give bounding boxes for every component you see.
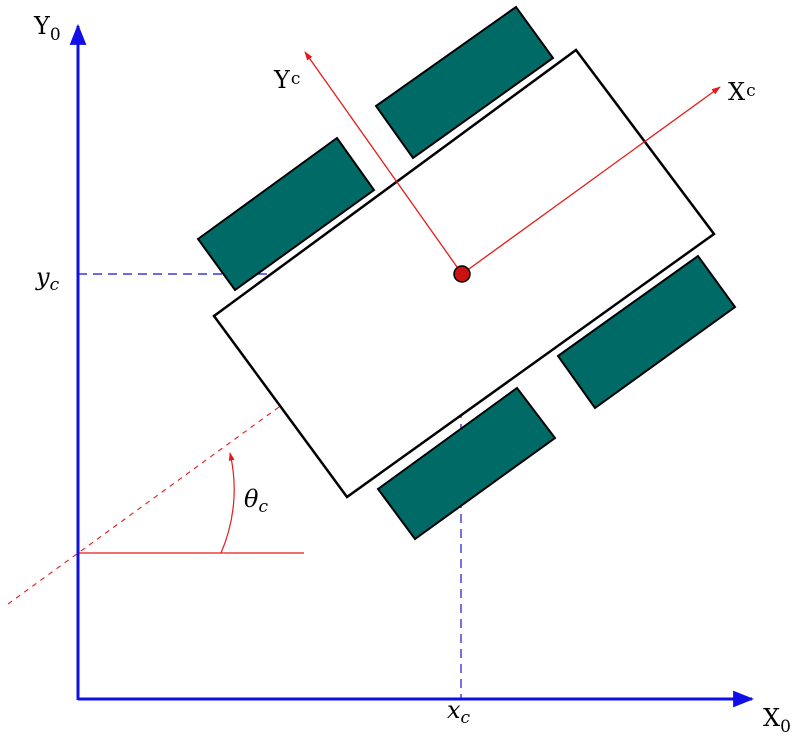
robot-center-point <box>453 265 471 283</box>
robot-x-axis <box>461 86 721 275</box>
wheel-rear-left <box>196 136 376 292</box>
xc-label: xc <box>447 696 471 728</box>
theta-label: θc <box>244 485 268 517</box>
wheel-front-left <box>374 5 555 160</box>
world-x-axis-label: X0 <box>763 704 791 733</box>
wheel-rear-right <box>376 386 557 541</box>
robot-x-axis-label: Xc <box>728 78 756 106</box>
wheel-front-right <box>556 254 737 410</box>
heading-extension-line <box>7 273 463 605</box>
world-y-axis-label: Y0 <box>33 12 61 45</box>
robot-y-axis-label: Yc <box>273 66 300 94</box>
theta-angle-arc <box>220 452 235 554</box>
yc-label: yc <box>35 263 60 295</box>
robot-y-axis <box>304 51 463 275</box>
